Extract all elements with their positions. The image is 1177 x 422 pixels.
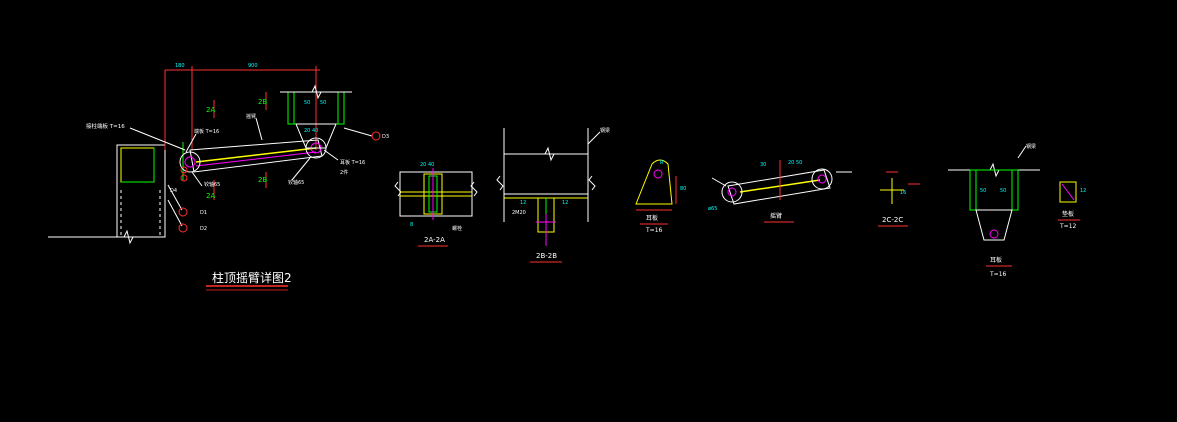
svg-text:50: 50 xyxy=(320,100,326,106)
top-bracket-thick: T=16 xyxy=(989,271,1007,278)
section-2b: 12 12 钢梁 2M20 2B-2B xyxy=(496,127,610,263)
label-hinge-right: 铰轴65 xyxy=(288,179,304,186)
svg-text:16: 16 xyxy=(900,190,906,196)
svg-text:50: 50 xyxy=(304,100,310,106)
section-2b-note: 2M20 xyxy=(512,210,526,216)
section-2b-beam: 钢梁 xyxy=(600,127,610,134)
ear-plate-title: 耳板 xyxy=(646,214,658,222)
section-2a-note: 螺栓 xyxy=(452,225,462,232)
label-bubble-4: D4 xyxy=(170,188,177,194)
svg-text:R: R xyxy=(660,160,664,166)
svg-text:50: 50 xyxy=(1000,188,1006,194)
label-sec-2a-bot: 2A xyxy=(206,192,215,200)
svg-text:20 40: 20 40 xyxy=(420,162,434,168)
label-arm: 摇臂 xyxy=(246,113,256,120)
svg-text:80: 80 xyxy=(680,186,686,192)
svg-text:20 40: 20 40 xyxy=(304,128,318,134)
arm-detail: 30 20 50 ø65 摇臂 xyxy=(708,160,852,223)
svg-text:900: 900 xyxy=(248,63,258,69)
label-sec-2b-top: 2B xyxy=(258,98,267,106)
svg-text:8: 8 xyxy=(410,222,413,228)
svg-text:30: 30 xyxy=(760,162,766,168)
label-plate-note: 端板 T=16 xyxy=(194,128,219,135)
label-bubble-1: D1 xyxy=(200,210,207,216)
label-count: 2件 xyxy=(340,169,348,176)
top-bracket-title: 耳板 xyxy=(990,256,1002,264)
top-bracket: 50 50 钢梁 耳板 T=16 xyxy=(948,143,1040,278)
label-sec-2b-bot: 2B xyxy=(258,176,267,184)
section-2a: 20 40 8 螺栓 2A-2A xyxy=(394,162,478,247)
svg-text:12: 12 xyxy=(520,200,526,206)
section-2b-title: 2B-2B xyxy=(536,252,557,260)
arm-detail-title: 摇臂 xyxy=(770,212,782,220)
label-hinge-left: 铰轴65 xyxy=(204,181,220,188)
main-title-block: 柱顶摇臂详图2 xyxy=(206,270,292,291)
svg-text:180: 180 xyxy=(175,63,185,69)
section-2a-title: 2A-2A xyxy=(424,236,445,244)
main-title: 柱顶摇臂详图2 xyxy=(212,270,292,285)
label-bubble-2: D2 xyxy=(200,226,207,232)
svg-text:20 50: 20 50 xyxy=(788,160,802,166)
small-plate-thick: T=12 xyxy=(1059,223,1077,230)
label-bubble-3: D3 xyxy=(382,134,389,140)
label-sec-2a-top: 2A xyxy=(206,106,215,114)
ear-plate-thick: T=16 xyxy=(645,227,663,234)
main-detail: 180 900 50 50 20 40 xyxy=(48,63,389,245)
svg-text:ø65: ø65 xyxy=(708,206,717,212)
small-plate-title: 垫板 xyxy=(1062,210,1074,218)
section-2c: 16 2C-2C xyxy=(878,171,920,227)
label-col-note: 接柱端板 T=16 xyxy=(86,122,125,130)
svg-text:12: 12 xyxy=(562,200,568,206)
svg-text:12: 12 xyxy=(1080,188,1086,194)
svg-text:50: 50 xyxy=(980,188,986,194)
ear-plate: R 80 耳板 T=16 xyxy=(635,159,686,234)
section-2c-title: 2C-2C xyxy=(882,216,903,224)
label-plate-right: 耳板 T=16 xyxy=(340,159,365,166)
top-bracket-beam: 钢梁 xyxy=(1026,143,1036,150)
small-plate: 12 垫板 T=12 xyxy=(1058,181,1086,230)
